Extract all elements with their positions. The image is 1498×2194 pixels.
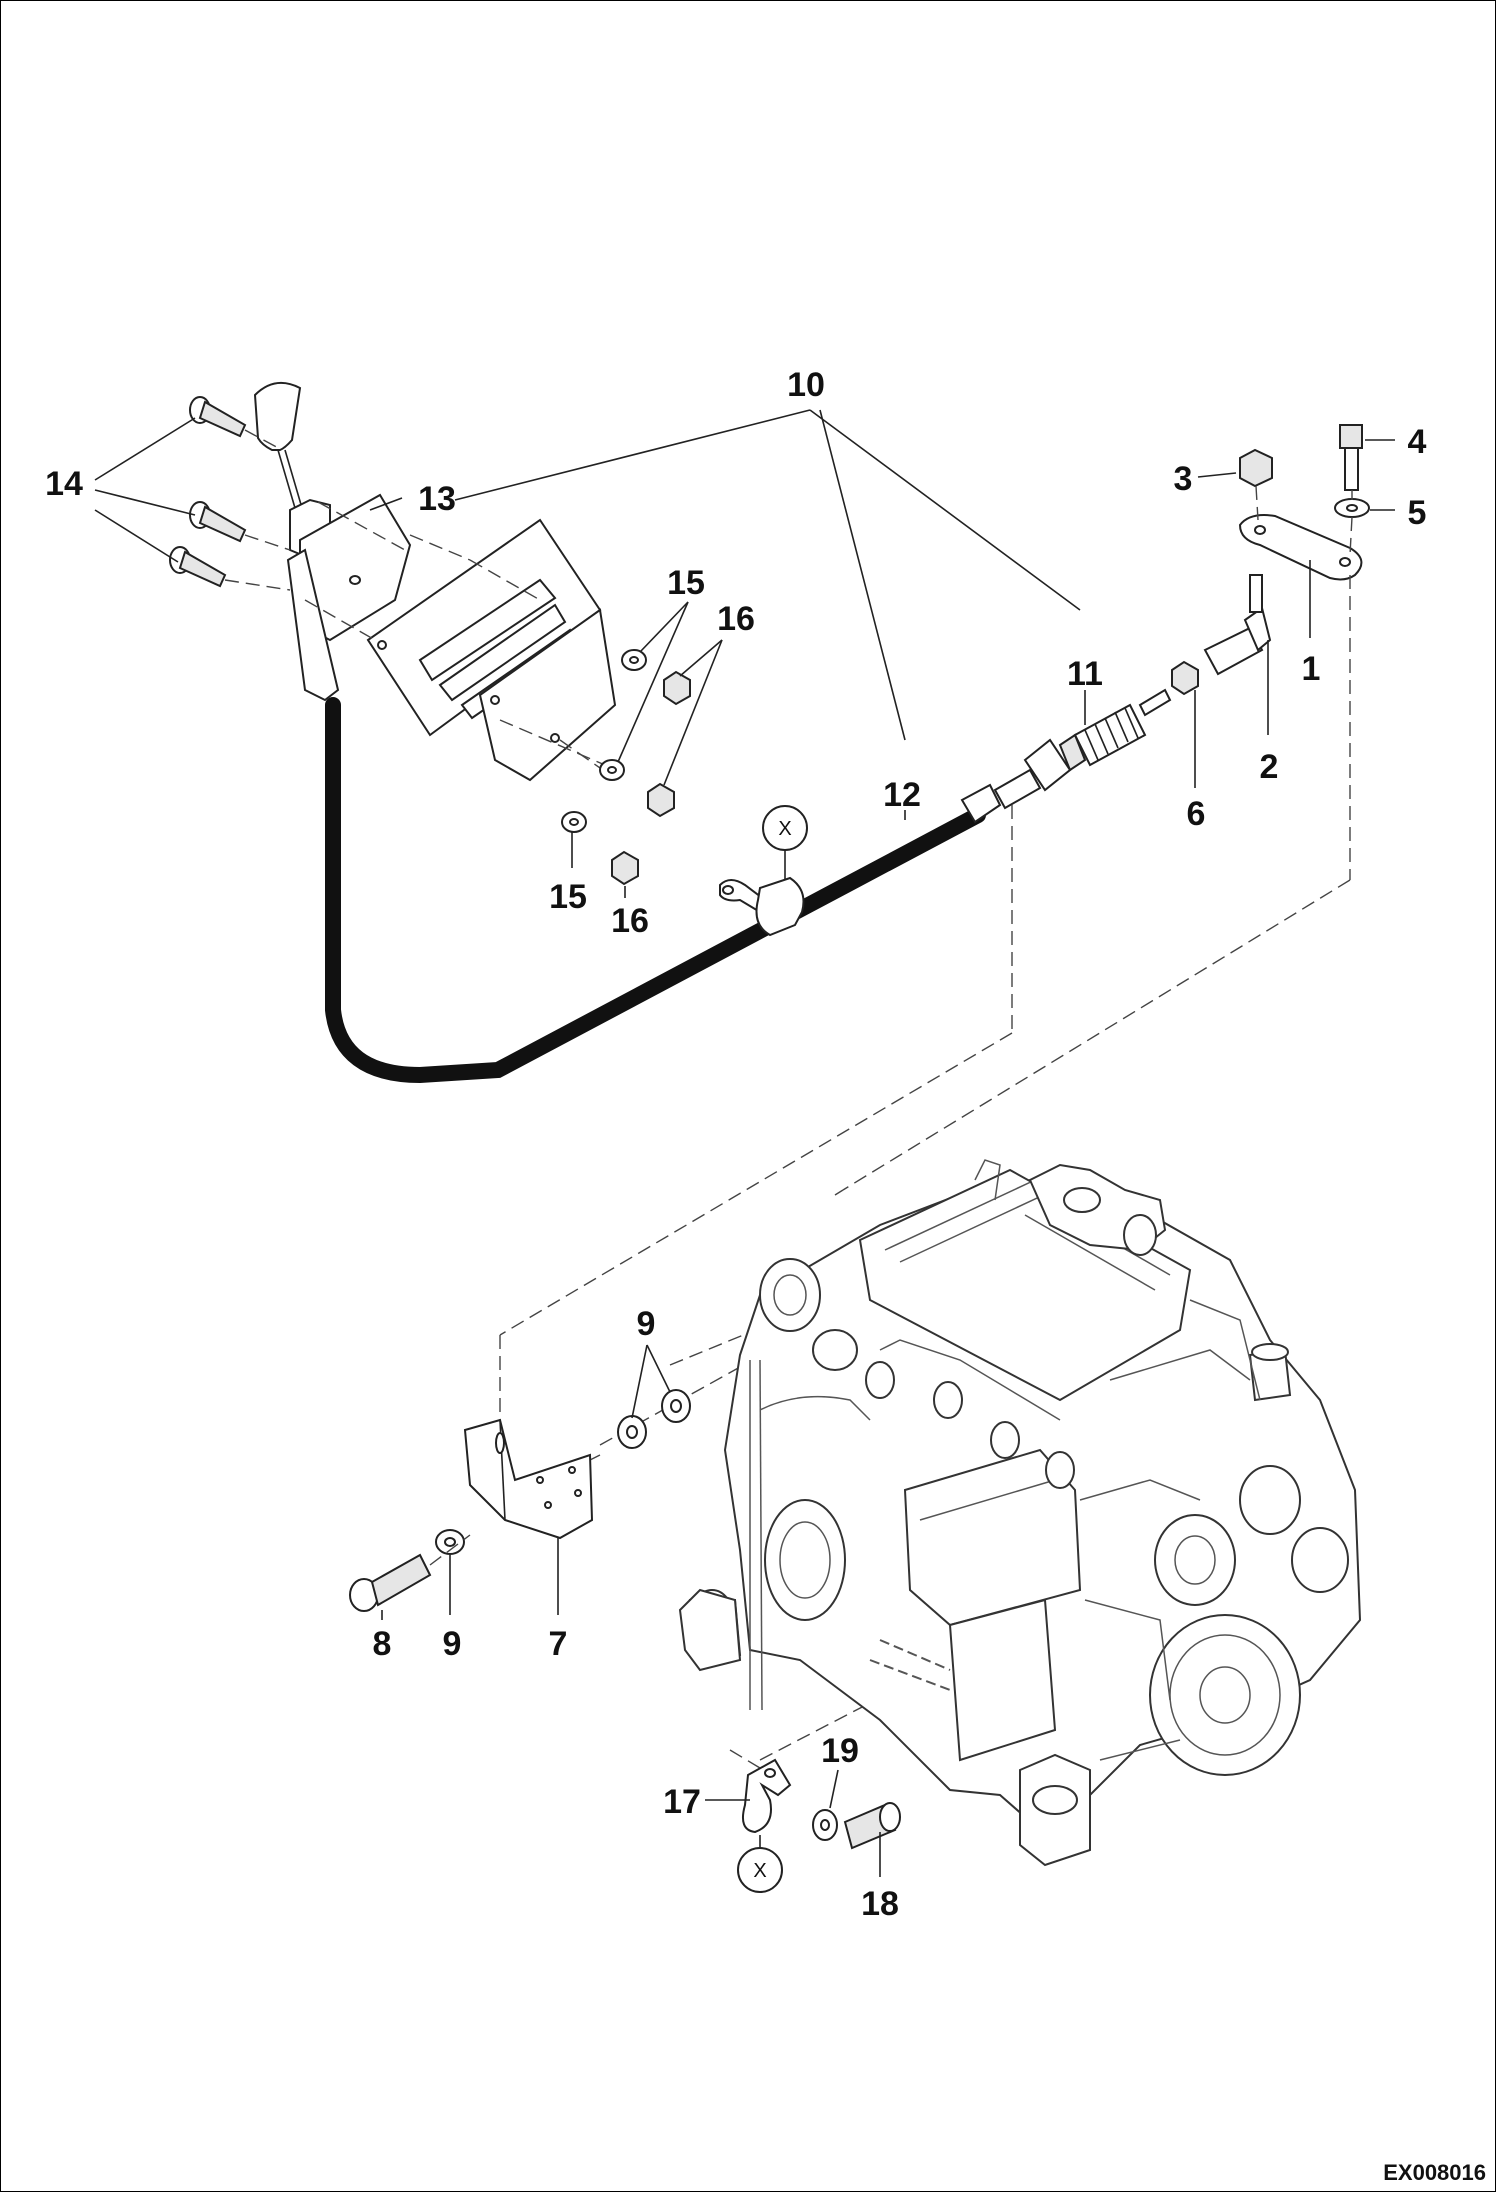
reference-symbol: X	[778, 818, 791, 840]
bolt-8	[349, 1534, 471, 1612]
callout-16: 16	[717, 600, 755, 638]
callout-15: 15	[667, 564, 705, 602]
callout-4: 4	[1408, 423, 1427, 461]
callout-14: 14	[45, 465, 83, 503]
bolt-18	[843, 1802, 901, 1850]
callout-8: 8	[373, 1625, 392, 1663]
callout-11: 11	[1067, 655, 1103, 693]
callout-6: 6	[1187, 795, 1206, 833]
nuts-16	[611, 670, 691, 886]
reference-symbol: X	[753, 1860, 766, 1882]
callout-5: 5	[1408, 494, 1427, 532]
washers-9	[435, 1389, 691, 1555]
callout-18: 18	[861, 1885, 899, 1923]
callout-17: 17	[663, 1783, 701, 1821]
leader-lines	[94, 409, 1395, 1877]
cable-clamp	[719, 876, 805, 937]
throttle-cable	[325, 697, 986, 1084]
clamp-17	[742, 1758, 792, 1834]
callout-9-lower: 9	[443, 1625, 462, 1663]
callout-1: 1	[1302, 650, 1321, 688]
callout-13: 13	[418, 480, 456, 518]
diagram-code: EX008016	[1383, 2160, 1486, 2185]
callout-15-lower: 15	[549, 878, 587, 916]
reference-circle-bottom: X	[737, 1835, 783, 1893]
callout-7: 7	[549, 1625, 568, 1663]
callout-9: 9	[637, 1305, 656, 1343]
reference-circle-top: X	[762, 805, 808, 880]
washers-15	[561, 649, 647, 833]
cable-end-assembly	[960, 424, 1370, 824]
callout-10: 10	[787, 366, 825, 404]
callout-12: 12	[883, 776, 921, 814]
callout-19: 19	[821, 1732, 859, 1770]
throttle-lever-assembly	[253, 381, 617, 782]
callout-16-lower: 16	[611, 902, 649, 940]
engine-bracket-7	[463, 1418, 594, 1540]
callout-3: 3	[1174, 460, 1193, 498]
callout-labels: 10 13 14 15 16 15 16 11 12 3 4 5 1 2 6 9…	[45, 366, 1426, 1923]
washer-19	[812, 1809, 838, 1841]
engine-block	[678, 1159, 1362, 1867]
callout-2: 2	[1260, 748, 1279, 786]
bolts-14	[169, 396, 291, 591]
